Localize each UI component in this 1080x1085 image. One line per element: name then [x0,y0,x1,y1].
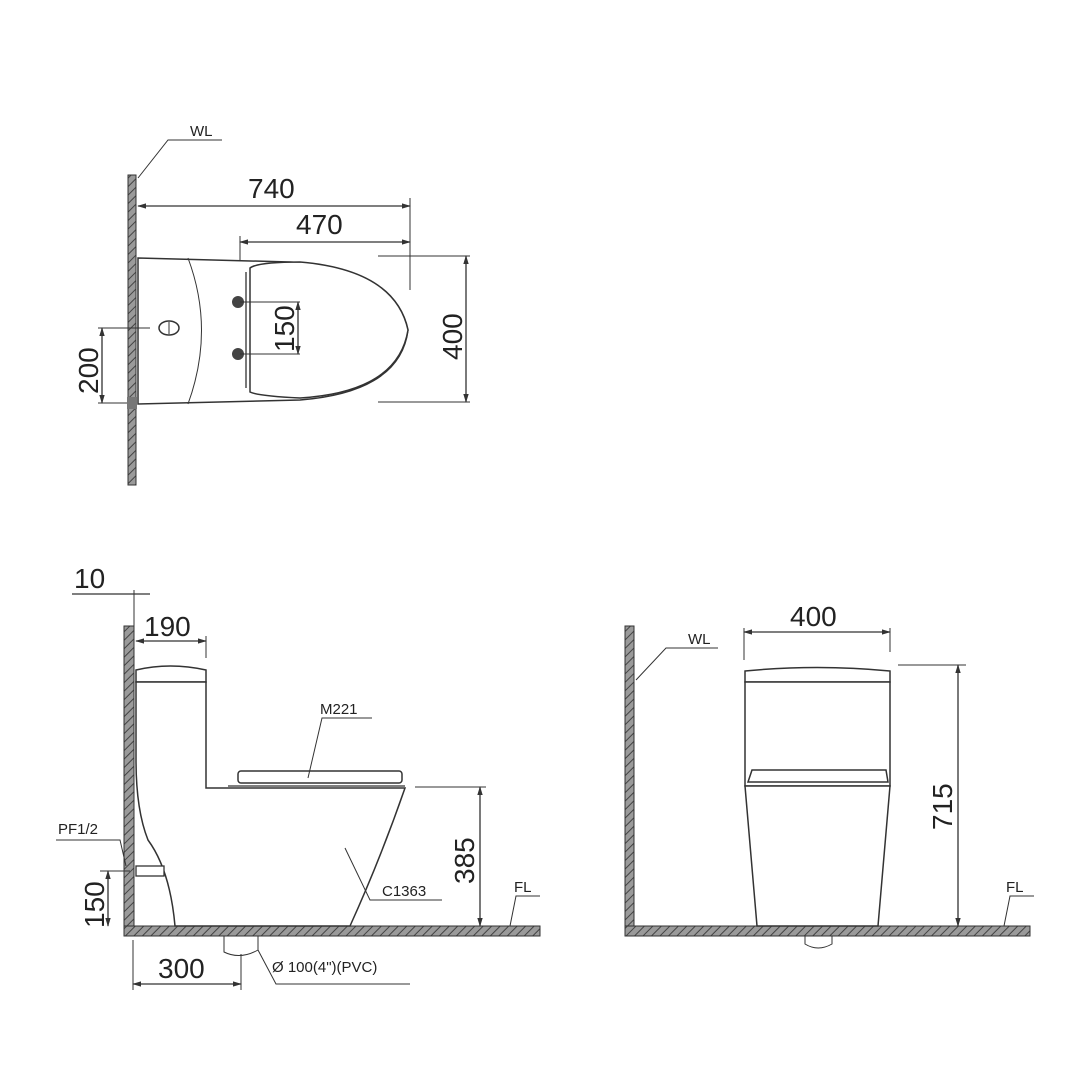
seat-lid-side [237,770,403,784]
dim-supply-offset: 200 [73,347,104,394]
seat-model-label: M221 [320,701,358,718]
m221-leader [307,717,372,779]
dim-seat-length: 470 [296,209,343,240]
side-view: 10 190 M221 C1363 PF1/2 150 385 FL [56,563,541,990]
wall-line-label: WL [688,631,711,648]
drain-pipe-icon [804,936,833,949]
fl-leader [509,895,540,927]
wall-line-label: WL [190,123,213,140]
dim-supply-height: 150 [79,881,110,928]
dim-width-front: 400 [790,601,837,632]
pf-leader [56,839,127,867]
tank-curve [187,257,202,405]
wall-hatch [127,174,137,486]
seat-lid-front [746,769,889,783]
dim-width-top: 400 [437,313,468,360]
drain-label: Ø 100(4")(PVC) [272,959,377,976]
floor-hatch [123,925,541,937]
tank-front [744,681,891,787]
seat-outline [249,261,409,399]
wl-leader [635,647,718,681]
dim-tank-depth: 190 [144,611,191,642]
toilet-body-side [135,681,407,927]
supply-valve-icon [135,865,165,877]
drain-leader [257,949,410,985]
wl-leader [137,139,222,179]
dim-wall-gap: 10 [74,563,105,594]
dim-overall-depth: 740 [248,173,295,204]
dim-seat-height: 385 [449,837,480,884]
floor-line-label: FL [514,879,532,896]
bowl-model-label: C1363 [382,883,426,900]
c1363-leader [344,847,442,901]
hinge-bolt-icon [232,296,244,308]
floor-line-label: FL [1006,879,1024,896]
floor-hatch [624,925,1031,937]
tank-lid-side [135,665,207,683]
dim-total-height: 715 [927,783,958,830]
wall-hatch [123,625,135,937]
front-view: WL 400 715 FL [624,601,1034,949]
wall-hatch [624,625,635,937]
bowl-front [744,785,891,927]
supply-label: PF1/2 [58,821,98,838]
top-view: WL 740 470 150 400 200 [73,123,470,486]
drain-pipe-icon [223,936,259,956]
dim-bolt-spacing: 150 [269,305,300,352]
fl-leader [1003,895,1034,927]
hinge-bolt-icon [232,348,244,360]
dim-rough-in: 300 [158,953,205,984]
supply-stub [127,397,137,409]
tank-lid-front [744,666,891,683]
